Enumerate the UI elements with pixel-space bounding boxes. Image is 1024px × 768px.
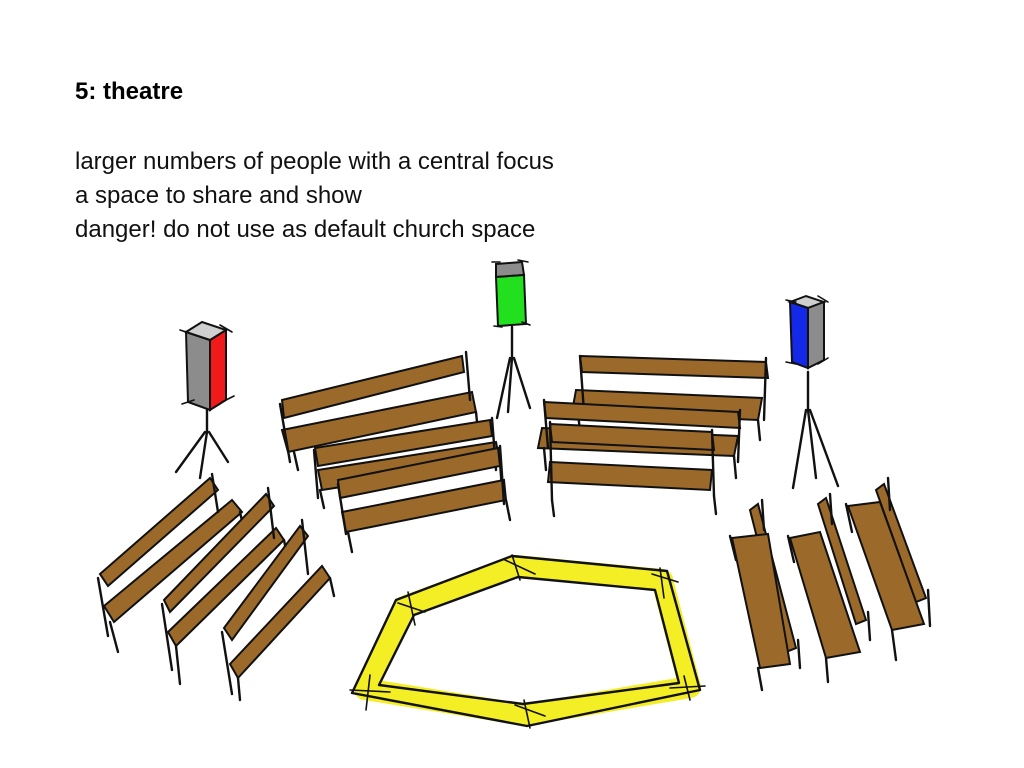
bench-group-back-left [278, 350, 512, 554]
speaker-center [491, 259, 532, 420]
bench-group-back-right [536, 354, 770, 518]
stage-hexagon [349, 554, 706, 729]
slide-body: larger numbers of people with a central … [75, 145, 554, 247]
body-line-3: danger! do not use as default church spa… [75, 216, 536, 243]
body-line-1: larger numbers of people with a central … [75, 148, 554, 175]
bench-group-left [96, 472, 336, 702]
slide-title: 5: theatre [75, 78, 184, 105]
bench-group-right [728, 476, 932, 692]
speaker-left [174, 320, 235, 480]
body-line-2: a space to share and show [75, 182, 362, 209]
speaker-right [785, 294, 840, 490]
